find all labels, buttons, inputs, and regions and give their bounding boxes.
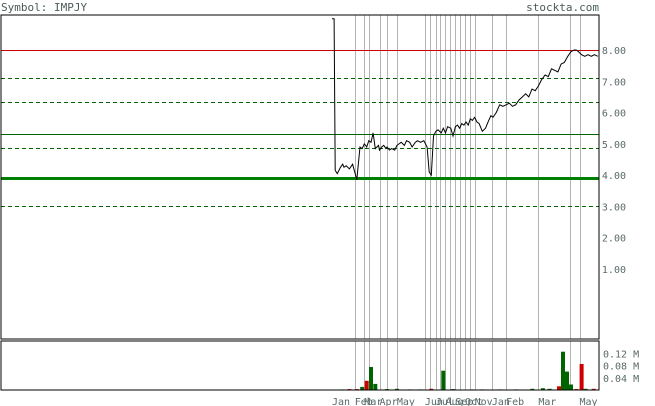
volume-panel-frame <box>0 340 600 391</box>
volume-bar <box>373 383 378 390</box>
volume-bars <box>340 351 596 390</box>
price-tick-label: 1.00 <box>602 265 626 276</box>
volume-tick-label: 0.08 M <box>603 362 639 373</box>
price-axis-labels: 8.00 7.00 6.00 5.00 4.00 3.00 2.00 1.00 <box>602 46 626 276</box>
horizontal-levels <box>1 50 599 207</box>
x-tick-label: May <box>397 397 415 406</box>
x-tick-label: Mar <box>364 397 382 406</box>
price-tick-label: 5.00 <box>602 140 626 151</box>
volume-bar <box>579 364 584 390</box>
price-series <box>332 18 598 180</box>
x-tick-label: Apr <box>380 397 398 406</box>
x-tick-label: Feb <box>506 397 524 406</box>
x-tick-label: Feb <box>355 397 373 406</box>
price-tick-label: 3.00 <box>602 202 626 213</box>
volume-tick-label: 0.12 M <box>603 349 639 360</box>
price-line <box>332 18 598 180</box>
x-tick-label: Jan <box>492 397 510 406</box>
x-tick-label: Oct <box>465 397 483 406</box>
volume-bar <box>547 388 552 390</box>
x-tick-label: Mar <box>538 397 556 406</box>
volume-bar <box>394 388 399 390</box>
x-tick-label: May <box>580 397 598 406</box>
x-tick-label: Aug <box>446 397 464 406</box>
volume-bar <box>364 380 369 390</box>
x-tick-label: Sep <box>455 397 473 406</box>
x-tick-label: Jan <box>332 397 350 406</box>
volume-bar <box>583 388 588 390</box>
volume-bar <box>591 388 596 390</box>
price-tick-label: 2.00 <box>602 234 626 245</box>
price-tick-label: 7.00 <box>602 77 626 88</box>
volume-bar <box>557 386 561 390</box>
volume-tick-label: 0.04 M <box>603 374 639 385</box>
brand-label: stockta.com <box>526 1 599 14</box>
x-tick-label: Jul <box>436 397 454 406</box>
volume-bar <box>565 371 569 390</box>
volume-bar <box>429 388 434 390</box>
x-tick-label: Jun <box>425 397 443 406</box>
volume-bar <box>530 388 535 390</box>
price-panel-frame <box>0 14 600 340</box>
price-tick-label: 8.00 <box>602 46 626 57</box>
volume-axis-labels: 0.12 M 0.08 M0.04 M <box>603 349 639 385</box>
volume-bar <box>561 351 565 390</box>
volume-bar <box>441 370 446 390</box>
x-tick-label: Nov <box>475 397 493 406</box>
volume-bar <box>569 384 573 390</box>
volume-bar <box>540 388 545 390</box>
price-tick-label: 6.00 <box>602 109 626 120</box>
symbol-label: Symbol: IMPJY <box>1 1 87 14</box>
price-tick-label: 4.00 <box>602 171 626 182</box>
volume-bar <box>369 367 373 390</box>
volume-bar <box>360 386 365 390</box>
